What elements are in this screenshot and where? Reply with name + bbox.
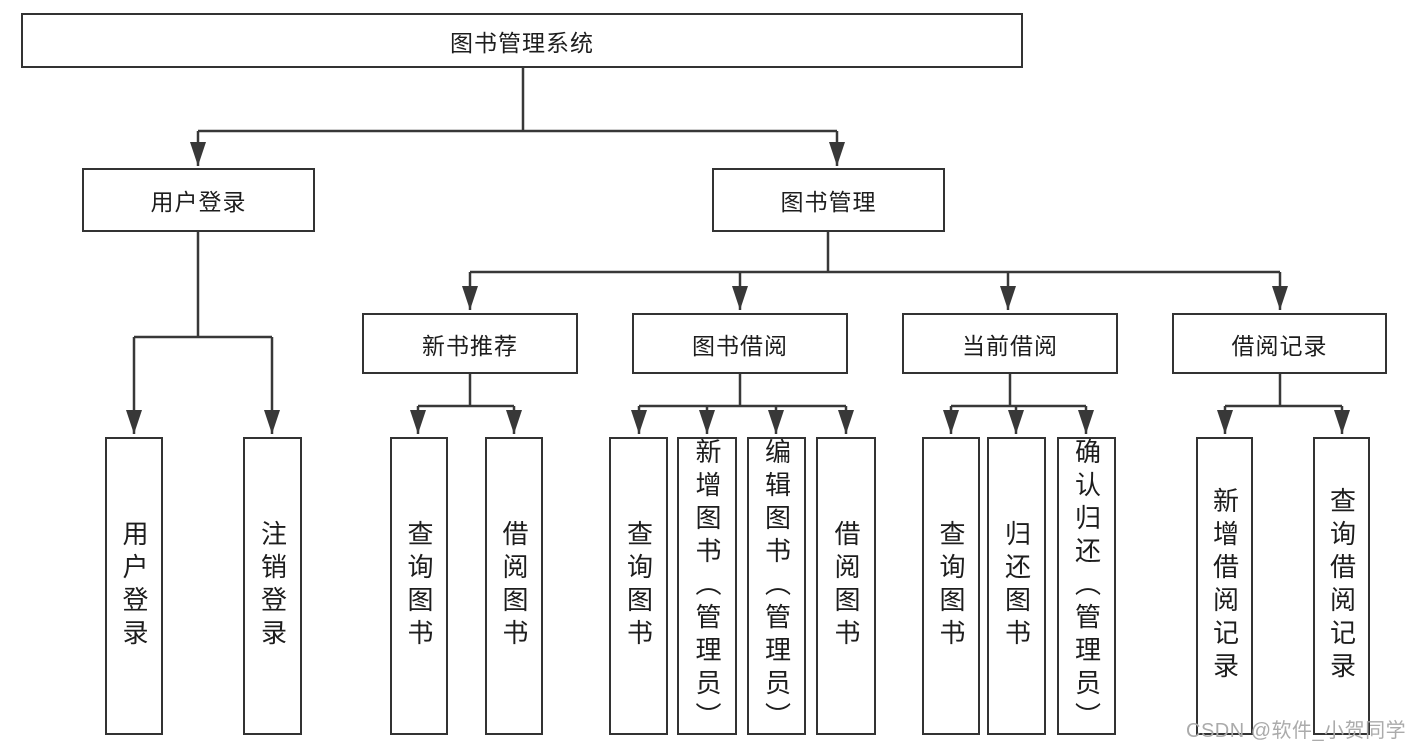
node-leaf-borrow-books-2: 借阅图书: [816, 437, 876, 735]
node-leaf-label: 确认归还（管理员）: [1071, 437, 1102, 735]
connector-user-login: [134, 232, 272, 339]
connector-root-to-level2: [198, 68, 837, 133]
connector-current-borrow: [951, 373, 1086, 408]
node-leaf-label: 归还图书: [1001, 520, 1032, 652]
connector-book-borrow: [639, 373, 846, 408]
node-leaf-label: 查询图书: [623, 520, 654, 652]
node-leaf-return-books: 归还图书: [987, 437, 1046, 735]
node-new-books: 新书推荐: [362, 313, 578, 374]
node-book-management: 图书管理: [712, 168, 945, 232]
node-root-label: 图书管理系统: [450, 29, 594, 56]
node-leaf-add-borrow-record: 新增借阅记录: [1196, 437, 1253, 735]
node-leaf-label: 借阅图书: [831, 520, 861, 652]
node-leaf-confirm-return-admin: 确认归还（管理员）: [1057, 437, 1116, 735]
node-leaf-add-books-admin: 新增图书（管理员）: [677, 437, 737, 735]
node-user-login: 用户登录: [82, 168, 315, 232]
node-borrow-records: 借阅记录: [1172, 313, 1387, 374]
node-leaf-label: 编辑图书（管理员）: [761, 437, 792, 735]
node-current-borrow: 当前借阅: [902, 313, 1118, 374]
node-book-borrow-label: 图书借阅: [692, 332, 788, 359]
connector-new-books: [418, 373, 514, 408]
node-root: 图书管理系统: [21, 13, 1023, 68]
node-user-login-label: 用户登录: [150, 189, 247, 215]
node-book-management-label: 图书管理: [780, 189, 877, 215]
node-borrow-records-label: 借阅记录: [1231, 332, 1328, 359]
node-current-borrow-label: 当前借阅: [962, 332, 1058, 359]
node-leaf-edit-books-admin: 编辑图书（管理员）: [747, 437, 806, 735]
node-leaf-label: 用户登录: [119, 520, 149, 652]
node-leaf-label: 新增借阅记录: [1209, 487, 1240, 685]
node-leaf-query-borrow-record: 查询借阅记录: [1313, 437, 1370, 735]
node-leaf-label: 借阅图书: [499, 520, 529, 652]
node-leaf-logout: 注销登录: [243, 437, 302, 735]
node-leaf-borrow-books-1: 借阅图书: [485, 437, 543, 735]
node-leaf-query-books-1: 查询图书: [390, 437, 448, 735]
node-leaf-label: 查询借阅记录: [1326, 487, 1357, 685]
node-leaf-query-books-2: 查询图书: [609, 437, 668, 735]
node-leaf-query-books-3: 查询图书: [922, 437, 980, 735]
node-leaf-label: 查询图书: [936, 520, 966, 652]
node-leaf-label: 新增图书（管理员）: [692, 437, 722, 735]
node-new-books-label: 新书推荐: [422, 332, 518, 359]
node-leaf-label: 注销登录: [257, 520, 288, 652]
csdn-watermark: CSDN @软件_小贺同学: [1186, 720, 1405, 742]
node-leaf-label: 查询图书: [404, 520, 434, 652]
connector-book-management: [470, 232, 1280, 274]
node-book-borrow: 图书借阅: [632, 313, 848, 374]
connector-borrow-records: [1225, 373, 1342, 408]
node-leaf-user-login: 用户登录: [105, 437, 163, 735]
